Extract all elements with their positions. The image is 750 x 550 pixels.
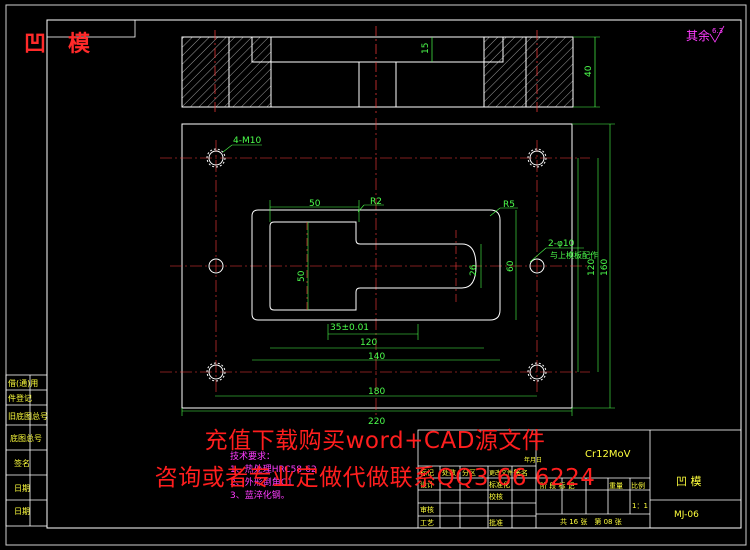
left-column bbox=[5, 374, 48, 527]
outer-frame bbox=[5, 4, 747, 546]
tb-check: 校核 bbox=[489, 492, 503, 501]
watermark-line-2: 咨询或者专业定做代做联系QQ3 66 6224 bbox=[154, 465, 596, 491]
dim-pins: 2-φ10 bbox=[548, 239, 575, 249]
tb-col-5: 签名 bbox=[514, 468, 528, 477]
dim-r5: R5 bbox=[503, 200, 515, 210]
plan-dimensions bbox=[181, 123, 615, 416]
title-tab bbox=[46, 19, 136, 38]
tb-process: 工艺 bbox=[420, 519, 434, 527]
tech-item-2: 2、外形倒角C1 bbox=[230, 476, 293, 488]
dim-180: 180 bbox=[368, 387, 385, 397]
left-label-5: 签名 bbox=[14, 458, 30, 468]
dim-pins-note: 与上模板配作 bbox=[550, 250, 598, 260]
inner-frame bbox=[46, 19, 742, 529]
tb-col-2: 处数 bbox=[442, 468, 456, 477]
tech-item-3: 3、蓝淬化钢。 bbox=[230, 489, 290, 501]
dim-26: 26 bbox=[469, 264, 479, 276]
tb-scale-label: 比例 bbox=[631, 481, 645, 490]
tb-col-3: 分区 bbox=[462, 468, 476, 477]
dim-120-v: 120 bbox=[587, 259, 597, 276]
left-label-2: 件登记 bbox=[8, 393, 32, 403]
drawing-title: 凹 模 bbox=[24, 31, 91, 57]
dim-r2: R2 bbox=[370, 197, 382, 207]
tb-std: 标准化 bbox=[489, 480, 510, 489]
roughness-note: 其余 bbox=[686, 28, 710, 43]
dim-50: 50 bbox=[309, 199, 321, 209]
roughness-value: 6.3 bbox=[712, 27, 723, 35]
tb-sheet: 共 16 张 第 08 张 bbox=[560, 517, 622, 526]
left-label-4: 底图总号 bbox=[10, 433, 42, 443]
tb-col-6: 年月日 bbox=[524, 456, 542, 464]
tb-review: 审核 bbox=[420, 505, 434, 514]
tb-scale-value: 1：1 bbox=[632, 502, 648, 510]
section-view: 15 40 bbox=[181, 26, 600, 115]
dim-160: 160 bbox=[600, 259, 610, 276]
dim-220: 220 bbox=[368, 417, 385, 427]
tb-approve: 批准 bbox=[489, 518, 503, 527]
tb-drawing-no: MJ-06 bbox=[674, 510, 699, 520]
dim-140: 140 bbox=[368, 352, 385, 362]
dim-120: 120 bbox=[360, 338, 377, 348]
roughness-symbol bbox=[709, 25, 725, 43]
plan-view bbox=[160, 118, 590, 415]
tb-stage: 阶 段 标 记 bbox=[540, 481, 575, 490]
left-label-3: 旧底图总号 bbox=[8, 411, 48, 421]
dim-15: 15 bbox=[421, 43, 431, 54]
tech-item-1: 1、热处理HRC58-62 bbox=[230, 463, 317, 475]
tb-designer: 设计 bbox=[420, 480, 434, 489]
left-label-6: 日期 bbox=[14, 484, 30, 493]
dim-40: 40 bbox=[584, 65, 594, 77]
left-label-7: 日期 bbox=[14, 507, 30, 516]
left-label-1: 借(通)用 bbox=[8, 378, 38, 388]
title-block bbox=[417, 429, 742, 529]
tb-weight: 重量 bbox=[609, 482, 623, 490]
tb-part-name: 凹 模 bbox=[676, 475, 702, 488]
dim-60: 60 bbox=[506, 260, 516, 272]
dim-50-v: 50 bbox=[297, 270, 307, 282]
watermark-line-1: 充值下载购买word+CAD源文件 bbox=[204, 428, 546, 454]
tb-col-4: 更改文件号 bbox=[489, 469, 519, 477]
dim-35: 35±0.01 bbox=[330, 323, 369, 333]
tech-heading: 技术要求： bbox=[230, 450, 275, 462]
tb-material: Cr12MoV bbox=[585, 449, 631, 460]
dim-holes: 4-M10 bbox=[233, 136, 261, 146]
tb-col-1: 标记 bbox=[420, 468, 434, 477]
